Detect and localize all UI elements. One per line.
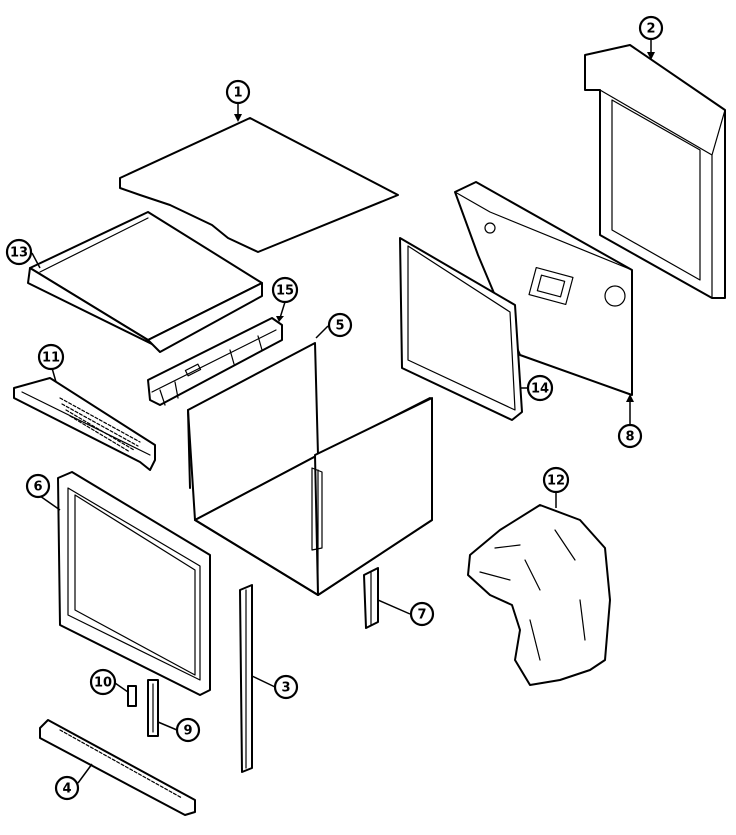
part-hinge-strip <box>147 679 159 737</box>
part-top-panel <box>119 117 399 253</box>
callout-4: 4 <box>54 775 80 801</box>
callout-2: 2 <box>638 15 664 41</box>
callout-8: 8 <box>617 423 643 449</box>
part-front-frame <box>57 471 211 696</box>
callout-3-label: 3 <box>281 681 290 696</box>
callout-10-label: 10 <box>94 676 112 691</box>
callout-11-label: 11 <box>42 351 60 366</box>
callout-4-label: 4 <box>62 782 71 797</box>
part-side-trim <box>239 584 253 773</box>
callout-5-label: 5 <box>335 319 344 334</box>
part-door-gasket <box>399 237 523 421</box>
callout-8-label: 8 <box>625 430 634 445</box>
part-oven-liner <box>187 342 433 596</box>
callout-9-label: 9 <box>183 724 192 739</box>
callout-14: 14 <box>526 374 554 402</box>
callout-6-label: 6 <box>33 480 42 495</box>
callout-15: 15 <box>271 276 299 304</box>
callout-7-label: 7 <box>417 608 426 623</box>
callout-12-label: 12 <box>547 474 565 489</box>
callout-13-label: 13 <box>10 246 28 261</box>
callout-11: 11 <box>37 343 65 371</box>
callout-6: 6 <box>25 473 51 499</box>
callout-13: 13 <box>5 238 33 266</box>
callout-5: 5 <box>327 312 353 338</box>
callout-7: 7 <box>409 601 435 627</box>
part-small-clip <box>127 685 137 707</box>
part-insulation-slab <box>27 211 263 353</box>
callout-2-label: 2 <box>646 22 655 37</box>
part-vent-grille <box>13 377 156 471</box>
callout-15-label: 15 <box>276 284 294 299</box>
part-insulation-blanket <box>467 504 611 686</box>
callout-12: 12 <box>542 466 570 494</box>
callout-1: 1 <box>225 79 251 105</box>
part-bracket <box>147 317 283 406</box>
part-bottom-vent <box>39 719 196 816</box>
callout-1-label: 1 <box>233 86 242 101</box>
callout-14-label: 14 <box>531 382 549 397</box>
callout-3: 3 <box>273 674 299 700</box>
callout-10: 10 <box>89 668 117 696</box>
part-back-panel <box>454 181 633 396</box>
part-frame <box>584 44 726 299</box>
callout-9: 9 <box>175 717 201 743</box>
part-small-bracket <box>363 567 379 629</box>
leader-lines <box>31 39 655 784</box>
